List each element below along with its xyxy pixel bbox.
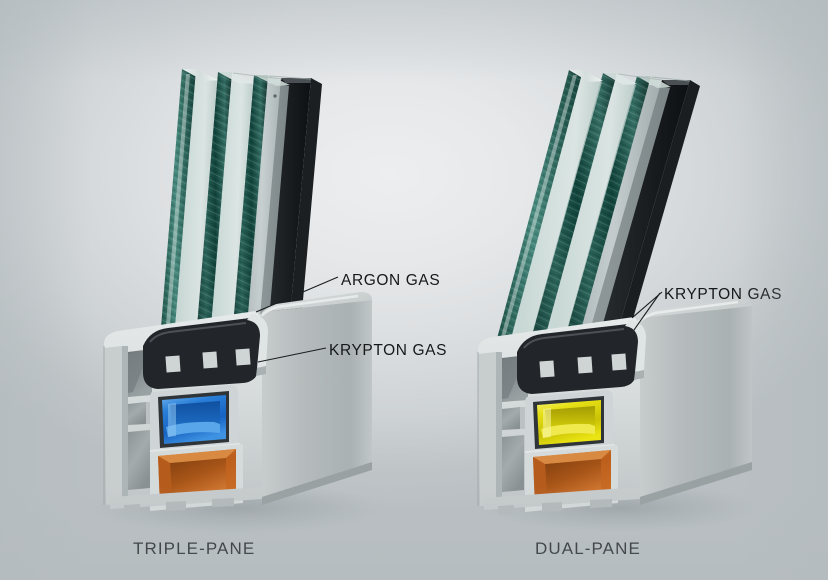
dual-frame-rib-left-a [520, 407, 526, 429]
glass-seam-b [268, 75, 312, 80]
glass-pane-3-face [240, 82, 289, 355]
dual-frame-cavity-left-lower [502, 435, 524, 492]
triple-pane-glass-stack [159, 69, 322, 357]
dual-frame-foot-1 [498, 505, 514, 515]
dual-glass-pane-1-face [502, 78, 602, 350]
chamber-blue-highlight [168, 403, 176, 437]
frame-right-face [262, 300, 372, 497]
glass-pane-1-face [168, 77, 217, 357]
dual-glass-seat-2 [577, 356, 593, 374]
label-krypton-gas-left: KRYPTON GAS [329, 342, 448, 359]
chamber-blue-inner-void [170, 401, 220, 428]
dual-frame-right-bottom [640, 462, 752, 505]
glass-seat-1 [165, 355, 181, 373]
dual-glass-back-panel-face [614, 80, 700, 350]
chamber-orange-rim-top [158, 449, 236, 463]
glass-pane-1-highlight [164, 74, 190, 350]
dual-glass-pane-2-striae [529, 73, 617, 345]
dual-frame-foot-3 [590, 499, 612, 508]
glass-speck [273, 94, 277, 98]
triple-pane-frame [103, 292, 372, 514]
dual-frame-top-face [628, 298, 752, 346]
leader-line-krypton-left [257, 347, 327, 363]
gasket-black-highlight [149, 322, 247, 343]
glass-pane-1-edge-striae [159, 69, 196, 352]
frame-base-rail [110, 487, 262, 509]
label-krypton-gas-right: KRYPTON GAS [664, 286, 783, 303]
dual-pane-window [477, 70, 752, 515]
glass-seam-a [232, 72, 283, 80]
triple-pane-window [103, 69, 372, 514]
frame-right-bottom [262, 462, 372, 505]
dual-glass-pane-rear-face [570, 84, 670, 348]
frame-cavity-left-lower [128, 430, 150, 490]
dual-glass-pane-2-face [536, 81, 636, 349]
chamber-yellow-lip [541, 423, 595, 438]
dual-pane-frame [477, 298, 752, 515]
dual-gasket-highlight [523, 328, 625, 349]
dual-glazing-bead [625, 320, 646, 372]
dual-glass-back-panel-top [662, 80, 696, 85]
dual-glass-seat-3 [611, 353, 627, 371]
frame-foot-1 [124, 504, 140, 514]
glass-pane-1-top [182, 69, 218, 81]
glass-back-panel-top [281, 78, 316, 83]
dual-glass-seam-b [651, 76, 691, 82]
dual-pane-glass-stack [495, 70, 700, 350]
frame-outer-wall-left [104, 346, 122, 505]
dual-frame-outer-wall-left [478, 352, 496, 506]
label-argon-gas: ARGON GAS [341, 272, 441, 289]
dual-glazing-bead-shade [634, 370, 644, 380]
dual-glass-pane-2-top [603, 73, 637, 85]
dual-frame-foot-2 [542, 502, 562, 512]
frame-foot-3 [212, 498, 234, 507]
glass-pane-2-face [204, 80, 253, 356]
dual-glass-pane-1-highlight [499, 75, 577, 344]
dual-glass-pane-1-striae [495, 70, 583, 346]
dual-frame-base-rail [484, 487, 640, 510]
glazing-bead-shade [256, 366, 266, 376]
glass-pane-2-edge-striae [195, 72, 232, 351]
leader-lines [255, 276, 663, 363]
chamber-blue-assembly [150, 385, 238, 455]
dual-glass-seat-1 [539, 360, 555, 378]
glass-pane-3-edge-striae [231, 75, 268, 350]
glass-pane-2-top [218, 72, 254, 84]
glass-pane-3-top [254, 75, 290, 86]
dual-frame-outer-wall-left-shade [496, 352, 502, 504]
dual-glass-pane-rear-striae [563, 76, 651, 344]
leader-line-krypton-right-b [633, 292, 661, 331]
leader-line-argon [255, 276, 339, 313]
frame-foot-2 [166, 501, 186, 511]
dual-chamber-orange-void [545, 459, 601, 497]
glass-seat-2 [202, 351, 218, 369]
chamber-orange-void [170, 458, 226, 496]
dual-glass-seam-a [617, 73, 663, 81]
dual-frame-right-face [640, 306, 752, 497]
dual-frame-cavity-left-mid [502, 407, 520, 430]
chamber-yellow-highlight [543, 408, 551, 438]
dual-chamber-orange-rim-left [533, 457, 547, 506]
dual-glass-pane-1-top [569, 70, 603, 82]
dual-glass-pane-rear-top [637, 76, 671, 88]
glazing-bead [247, 314, 268, 368]
glass-seat-3 [235, 348, 251, 366]
frame-top-face [250, 292, 372, 340]
chamber-yellow-assembly [525, 390, 613, 456]
glass-back-panel-face [287, 78, 322, 357]
dual-chamber-orange-rim-top [533, 450, 611, 464]
frame-outer-wall-left-shade [122, 346, 128, 503]
chamber-blue-lip [166, 421, 220, 437]
caption-dual-pane: DUAL-PANE [535, 539, 641, 558]
chamber-orange-rim-left [158, 456, 172, 505]
caption-triple-pane: TRIPLE-PANE [133, 539, 256, 558]
frame-cavity-left-mid [128, 402, 146, 425]
